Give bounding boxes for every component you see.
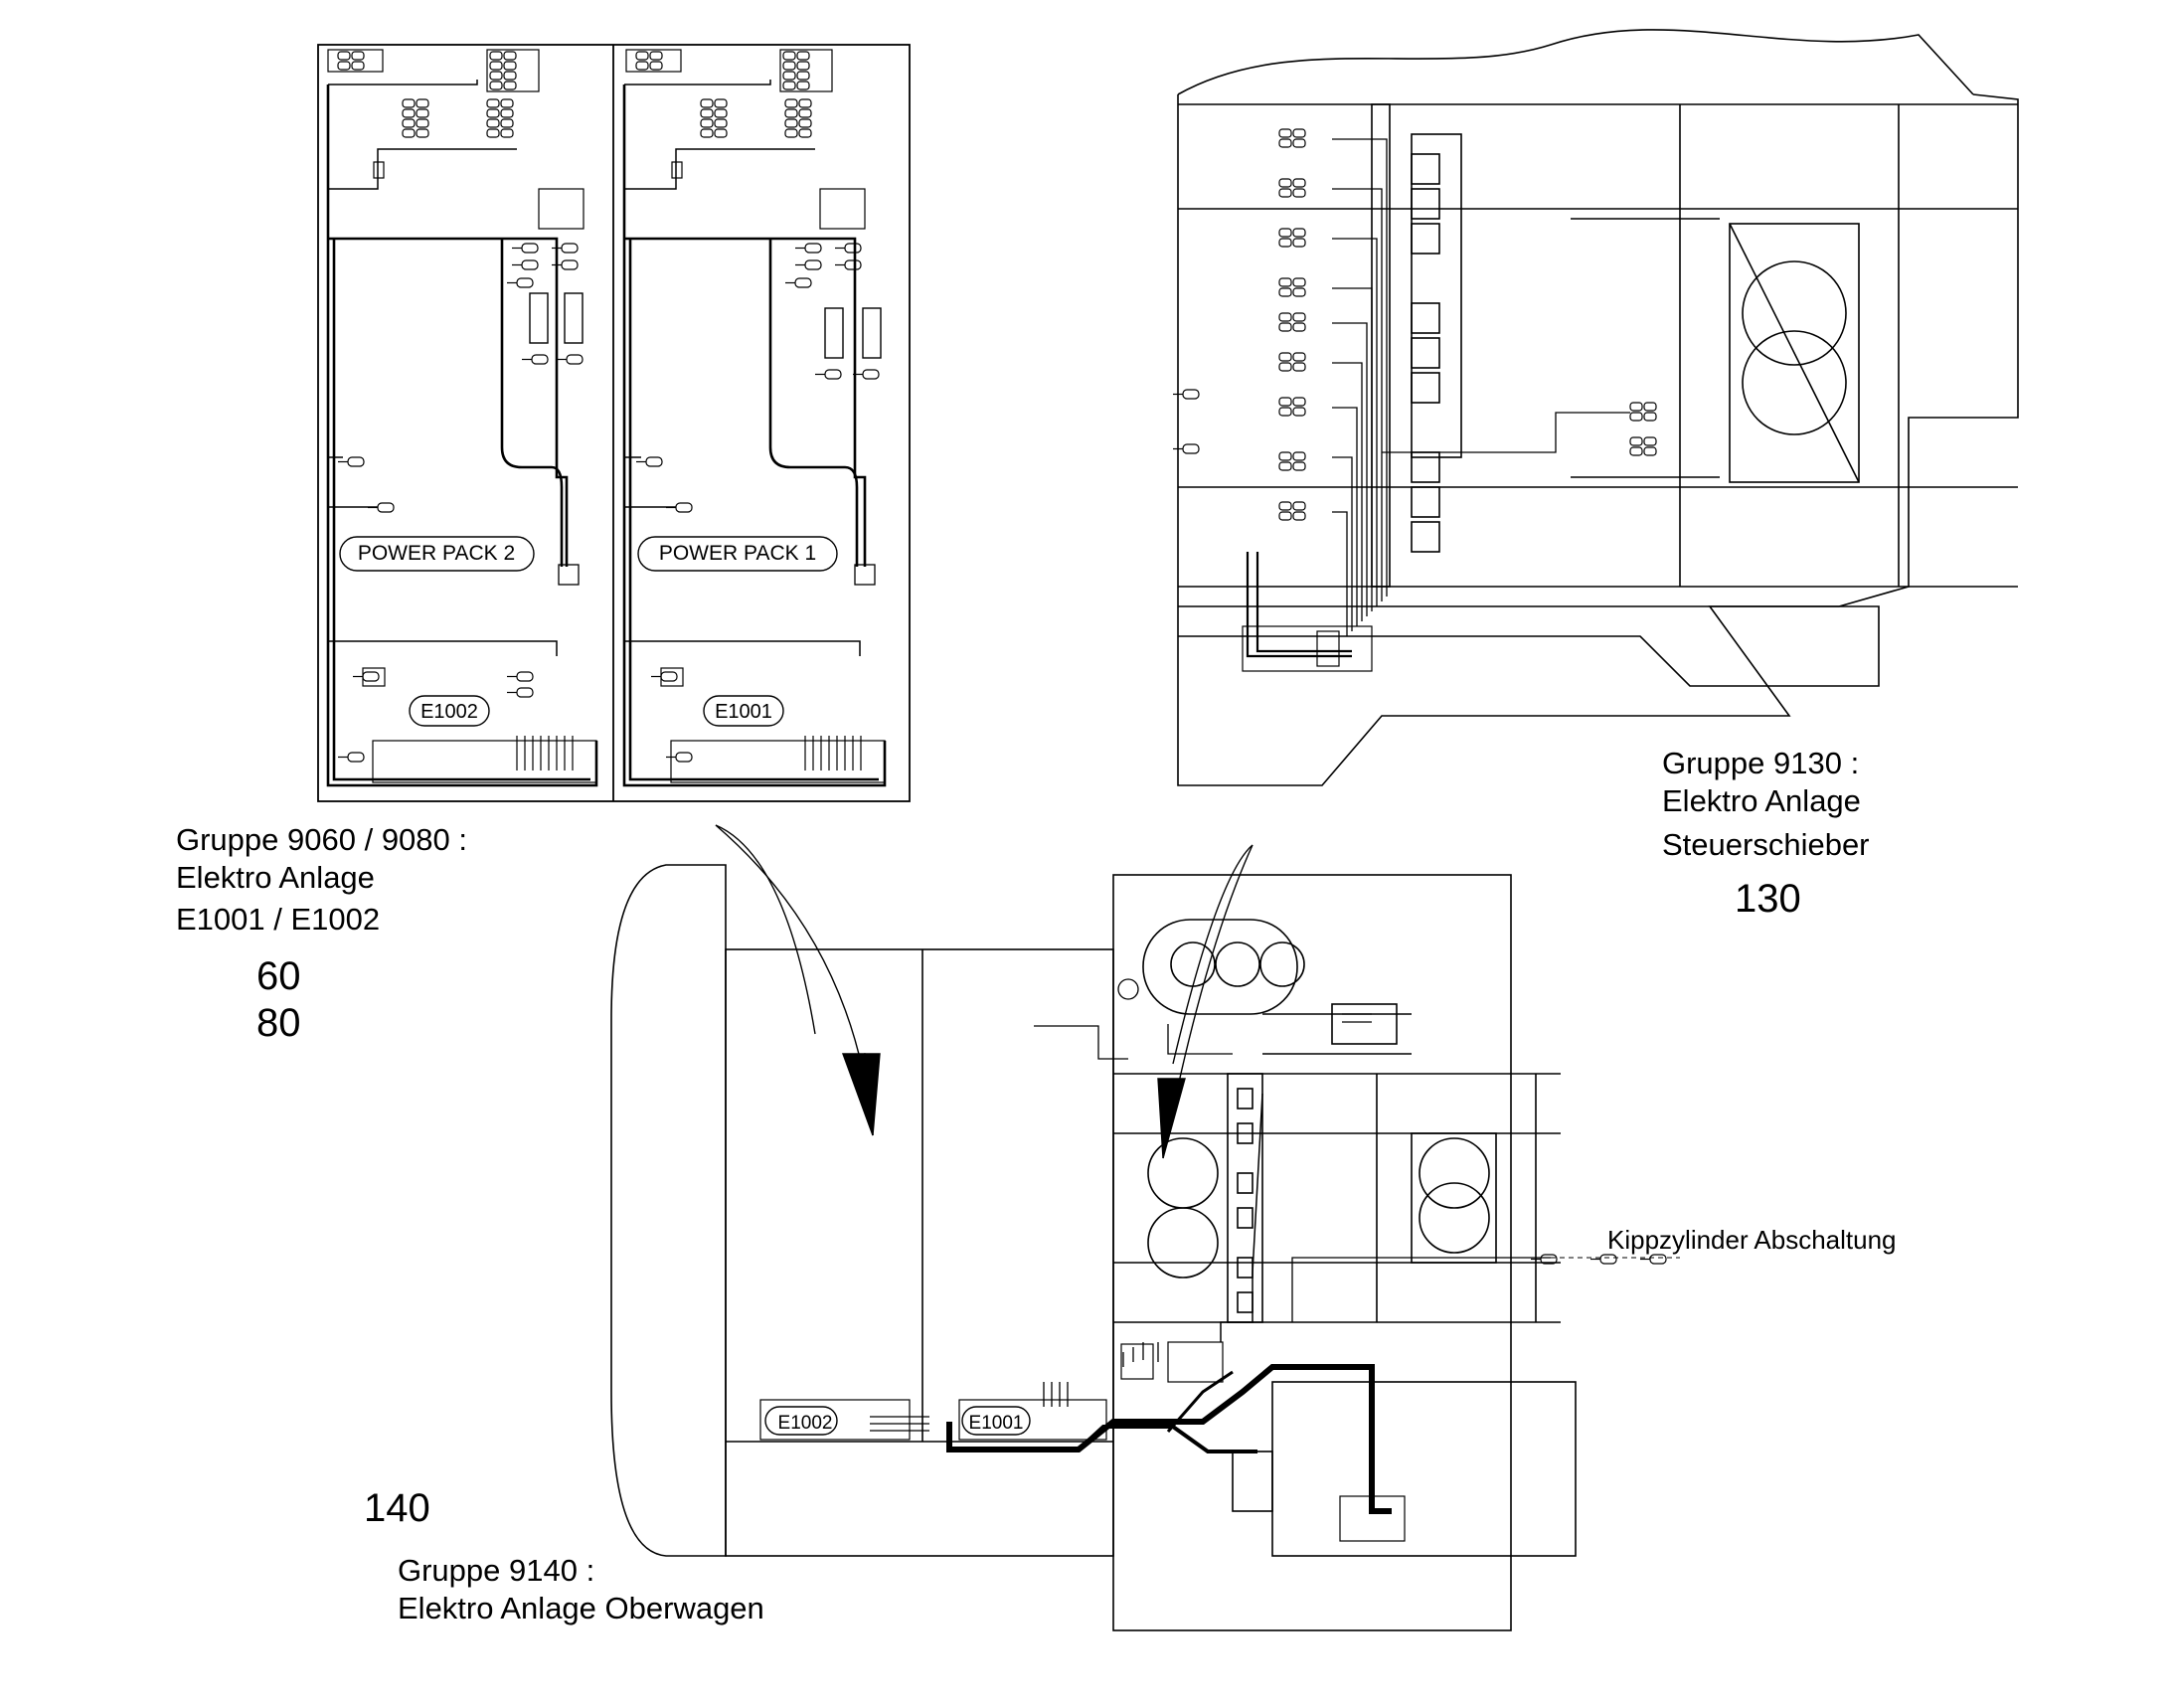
group-9060-title: Gruppe 9060 / 9080 : [176, 822, 468, 857]
group-9130-number: 130 [1735, 877, 1801, 921]
group-9060-subtitle: Elektro Anlage [176, 860, 375, 895]
e1002-box-label: E1002 [420, 701, 478, 723]
group-9140-subtitle: Elektro Anlage Oberwagen [398, 1591, 764, 1625]
oberwagen-harness [759, 978, 1680, 1542]
callout-arrow-left [715, 824, 881, 1136]
group-9060-number-60: 60 [256, 954, 301, 998]
e1001-box-label: E1001 [715, 701, 772, 723]
machine-e1001-label: E1001 [969, 1413, 1024, 1434]
power-pack-2-label: POWER PACK 2 [358, 542, 515, 565]
panel-power-pack-1 [622, 49, 887, 787]
power-pack-1-label: POWER PACK 1 [659, 542, 816, 565]
kippzylinder-callout: Kippzylinder Abschaltung [1607, 1225, 1897, 1255]
machine-e1002-label: E1002 [778, 1413, 833, 1434]
group-9060-devices: E1001 / E1002 [176, 902, 381, 937]
group-9140-number: 140 [364, 1486, 430, 1530]
steuerschieber-connectors [1172, 128, 1657, 672]
oberwagen-drawing [610, 864, 1577, 1631]
group-9130-subtitle: Elektro Anlage [1662, 783, 1861, 818]
group-9130-title: Gruppe 9130 : [1662, 746, 1860, 780]
group-9140-title: Gruppe 9140 : [398, 1553, 595, 1588]
schematic-e1001-e1002 [317, 44, 911, 802]
panel-power-pack-2 [326, 49, 598, 787]
callout-arrow-right [1157, 844, 1254, 1159]
group-9060-number-80: 80 [256, 1001, 301, 1045]
steuerschieber-drawing [1177, 29, 2019, 786]
group-9130-component: Steuerschieber [1662, 827, 1870, 862]
